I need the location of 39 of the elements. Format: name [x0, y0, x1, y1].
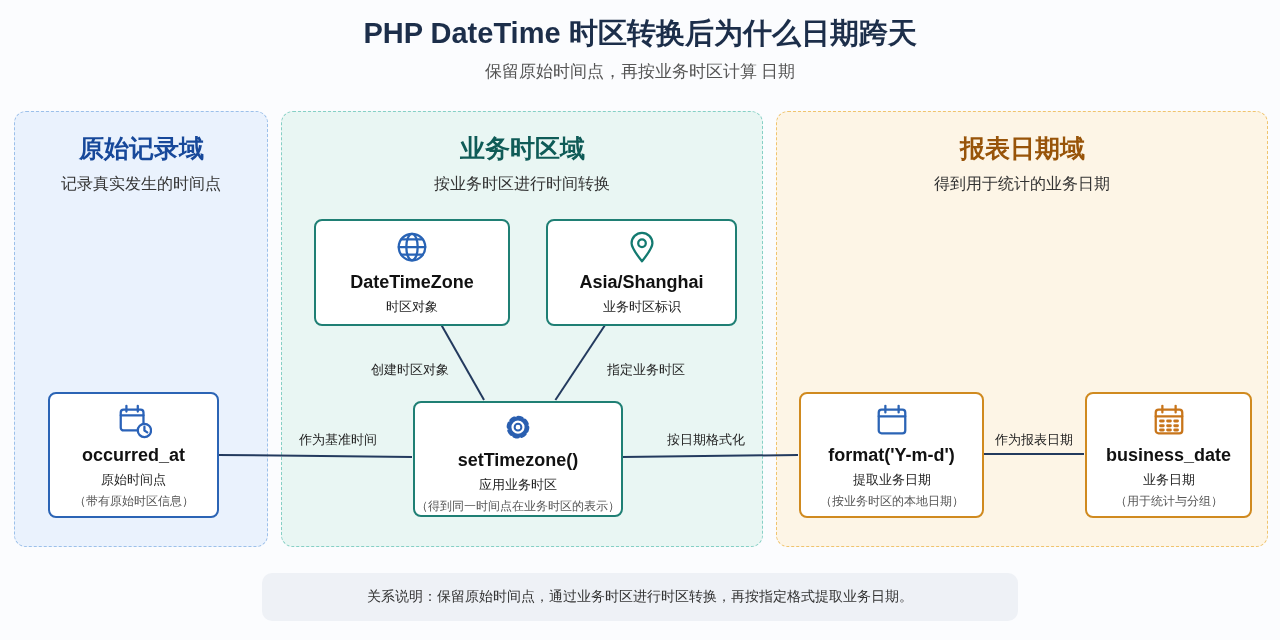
node-description: 时区对象 [386, 298, 438, 316]
node-note: （用于统计与分组） [1114, 493, 1223, 510]
process-card [1085, 392, 1252, 518]
node-note: （得到同一时间点在业务时区的表示） [416, 498, 620, 515]
node-note: （带有原始时区信息） [73, 493, 194, 510]
panel-subheading: 按业务时区进行时间转换 [433, 174, 611, 194]
node-description: 业务时区标识 [602, 298, 681, 316]
node-description: 原始时间点 [101, 471, 166, 489]
node-title: Asia/Shanghai [579, 272, 704, 293]
node-title: occurred_at [81, 445, 185, 466]
node-description: 应用业务时区 [479, 476, 557, 494]
panel-heading: 报表日期域 [958, 133, 1086, 164]
process-card [48, 392, 219, 518]
process-card [799, 392, 984, 518]
panel-heading: 业务时区域 [458, 133, 586, 164]
node-title: setTimezone() [457, 450, 579, 471]
note-text: 关系说明：保留原始时间点，通过业务时区进行时区转换，再按指定格式提取业务日期。 [367, 588, 913, 606]
node-description: 业务日期 [1142, 471, 1195, 489]
connector-line [217, 453, 413, 458]
process-card [314, 219, 510, 326]
node-title: format('Y-m-d') [828, 445, 955, 466]
process-card [413, 401, 623, 517]
domain-panel [281, 111, 763, 547]
domain-panel [14, 111, 268, 547]
connector-line [440, 324, 486, 401]
connector-line [554, 324, 607, 401]
node-title: DateTimeZone [350, 272, 474, 293]
connector-line [982, 453, 1085, 455]
node-note: （按业务时区的本地日期） [819, 493, 964, 510]
panel-subheading: 得到用于统计的业务日期 [933, 174, 1111, 194]
connector-line [621, 454, 799, 458]
title: PHP DateTime 时区转换后为什么日期跨天 [362, 16, 918, 51]
panel-heading: 原始记录域 [77, 133, 205, 164]
node-title: business_date [1105, 445, 1232, 466]
subtitle: 保留原始时间点，再按业务时区计算 日期 [483, 61, 797, 83]
node-description: 提取业务日期 [852, 471, 931, 489]
process-card [546, 219, 737, 326]
domain-panel [776, 111, 1268, 547]
panel-subheading: 记录真实发生的时间点 [60, 174, 222, 194]
